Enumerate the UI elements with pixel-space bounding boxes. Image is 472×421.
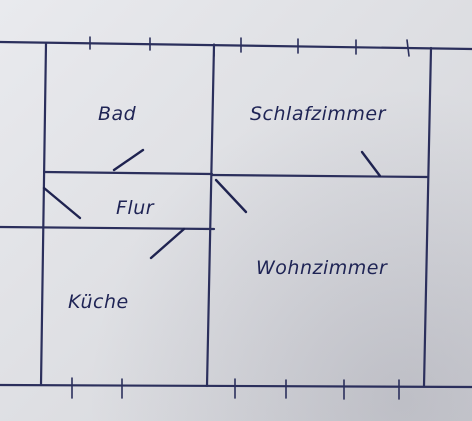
room-label-flur: Flur — [116, 197, 155, 219]
schlafzimmer-wohnzimmer-wall — [210, 173, 430, 179]
wohnzimmer-door — [214, 178, 248, 214]
bad-door — [112, 148, 145, 172]
flur-left-door — [42, 186, 82, 220]
room-label-bad: Bad — [98, 103, 137, 125]
left-wall — [39, 41, 48, 387]
center-wall — [205, 43, 216, 388]
top-tick — [406, 39, 410, 57]
top-wall — [0, 40, 472, 51]
room-label-wohnzimmer: Wohnzimmer — [256, 257, 388, 279]
flur-kueche-wall — [0, 225, 216, 231]
schlafzimmer-door — [360, 150, 382, 178]
right-wall — [422, 46, 433, 388]
room-label-kueche: Küche — [68, 291, 129, 313]
kueche-door — [149, 227, 186, 260]
bottom-wall — [0, 383, 472, 389]
bad-flur-wall — [42, 170, 214, 176]
room-label-schlafzimmer: Schlafzimmer — [250, 103, 387, 125]
